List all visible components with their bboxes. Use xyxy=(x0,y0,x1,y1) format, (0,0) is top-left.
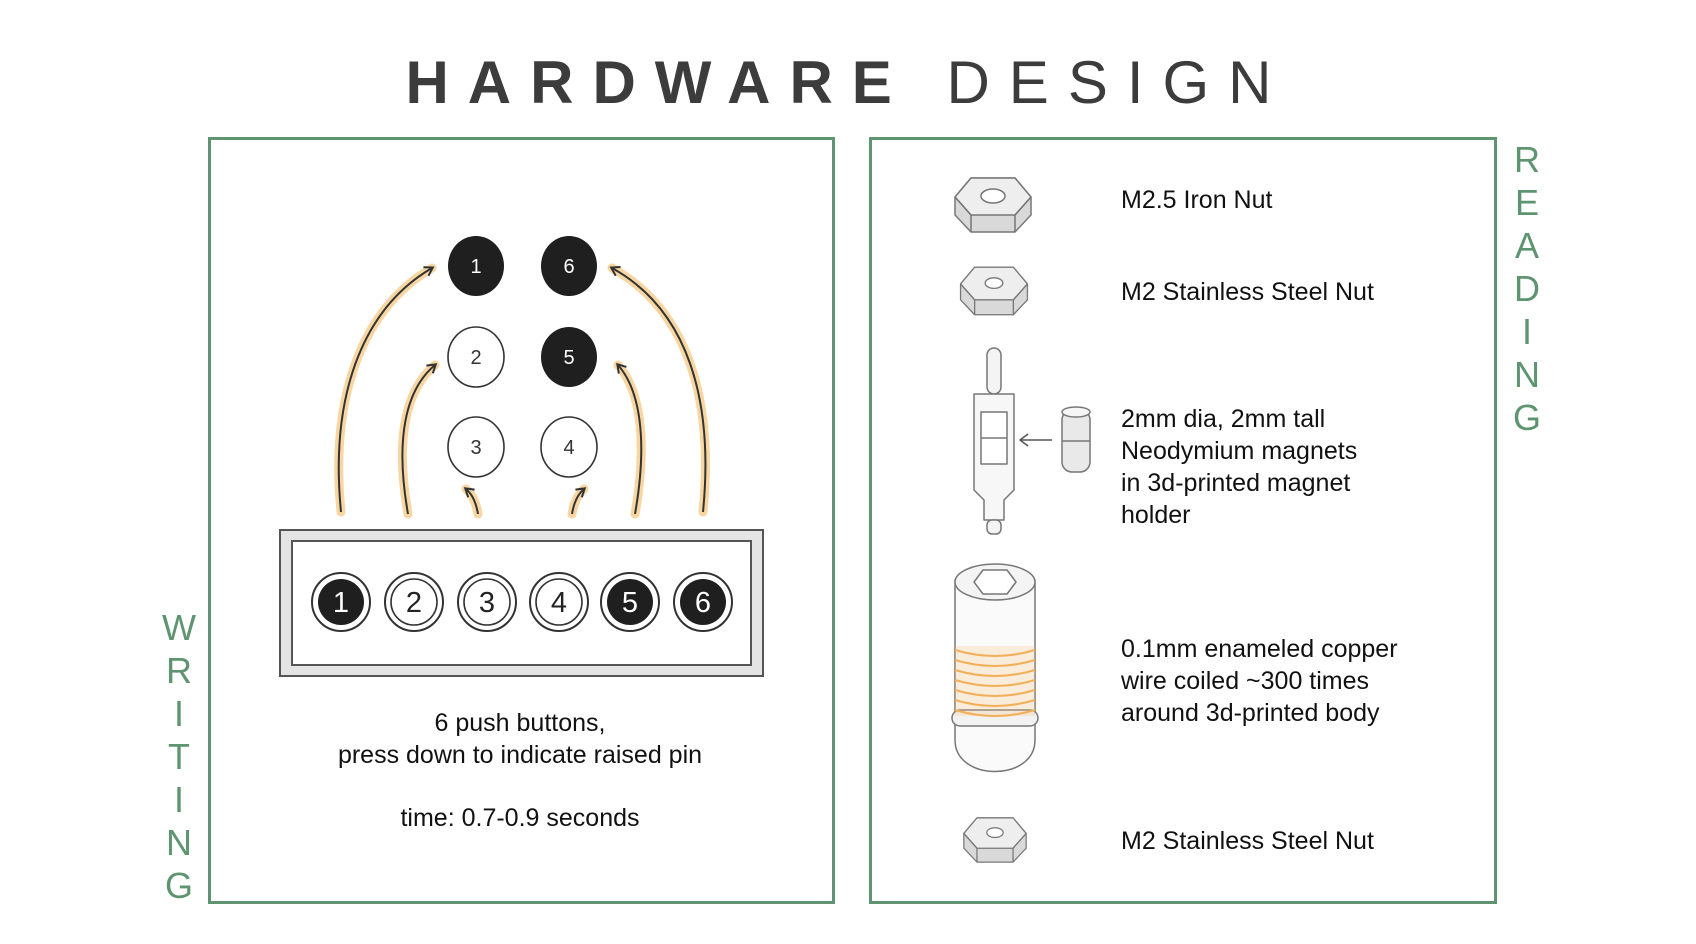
cell-dot-6: 6 xyxy=(541,236,597,296)
part-label-line: wire coiled ~300 times xyxy=(1121,667,1370,695)
part-label-line: 2mm dia, 2mm tall xyxy=(1121,405,1326,433)
part-label-magnets: 2mm dia, 2mm tall Neodymium magnets in 3… xyxy=(1121,403,1357,531)
writing-panel xyxy=(208,137,835,904)
caption-line: press down to indicate raised pin xyxy=(337,741,703,769)
part-label-line: M2 Stainless Steel Nut xyxy=(1121,278,1374,306)
cell-dot-5: 5 xyxy=(541,327,597,387)
writing-label-letter: I xyxy=(173,693,184,734)
hex-nut-icon xyxy=(954,177,1032,233)
hex-nut-icon xyxy=(963,817,1027,863)
writing-label-letter: W xyxy=(162,607,196,648)
writing-label-letter: R xyxy=(166,650,192,691)
cell-dot-1: 1 xyxy=(448,236,504,296)
reading-label-letter: D xyxy=(1514,268,1540,309)
arrow-icon xyxy=(401,363,438,515)
push-button-label: 4 xyxy=(551,587,567,619)
push-button-board: 1 2 3 4 5 xyxy=(279,529,764,677)
arrow-icon xyxy=(463,487,479,515)
push-button-label: 6 xyxy=(695,587,711,619)
cell-dot-label: 2 xyxy=(470,347,481,369)
arrow-icon xyxy=(571,487,587,515)
part-label-line: holder xyxy=(1121,501,1191,529)
push-button-label: 5 xyxy=(622,587,638,619)
caption-line: 6 push buttons, xyxy=(434,709,606,737)
reading-label-letter: I xyxy=(1521,311,1532,352)
part-label-line: M2 Stainless Steel Nut xyxy=(1121,827,1374,855)
part-label-line: M2.5 Iron Nut xyxy=(1121,186,1273,214)
part-label-steel-nut-bottom: M2 Stainless Steel Nut xyxy=(1121,825,1374,857)
part-label-line: in 3d-printed magnet xyxy=(1121,469,1351,497)
coil-body-icon xyxy=(951,563,1039,773)
reading-illustrations xyxy=(951,177,1091,863)
timing-text: time: 0.7-0.9 seconds xyxy=(400,804,640,832)
push-button-label: 1 xyxy=(333,587,349,619)
arrow-icon xyxy=(616,362,643,515)
writing-label-letter: N xyxy=(166,822,192,863)
part-label-line: Neodymium magnets xyxy=(1121,437,1358,465)
part-label-coil: 0.1mm enameled copper wire coiled ~300 t… xyxy=(1121,633,1398,729)
push-button-2: 2 xyxy=(384,572,444,632)
braille-cell: 1 6 2 5 3 4 xyxy=(447,236,598,478)
reading-label-letter: N xyxy=(1514,354,1540,395)
writing-label-letter: G xyxy=(164,865,193,906)
writing-caption: 6 push buttons, press down to indicate r… xyxy=(260,707,780,771)
reading-side-label: R E A D I N G xyxy=(1507,138,1547,439)
part-label-iron-nut: M2.5 Iron Nut xyxy=(1121,184,1272,216)
cell-dot-label: 4 xyxy=(563,437,574,459)
push-button-label: 3 xyxy=(479,587,495,619)
reading-label-letter: R xyxy=(1514,139,1540,180)
writing-timing: time: 0.7-0.9 seconds xyxy=(260,802,780,834)
magnet-holder-icon xyxy=(973,347,1091,535)
cell-dot-2: 2 xyxy=(447,326,505,388)
arrow-icon xyxy=(609,266,707,513)
reading-label-letter: A xyxy=(1514,225,1539,266)
push-button-1: 1 xyxy=(311,572,371,632)
cell-dot-label: 3 xyxy=(470,437,481,459)
page-title: HARDWARE DESIGN xyxy=(0,48,1696,118)
push-button-label: 2 xyxy=(406,587,422,619)
cell-dot-label: 6 xyxy=(563,256,574,278)
reading-panel xyxy=(869,137,1497,904)
arrow-icon xyxy=(337,266,435,513)
reading-label-letter: E xyxy=(1514,182,1539,223)
title-light: DESIGN xyxy=(946,49,1291,116)
cell-dot-label: 1 xyxy=(470,256,481,278)
cell-dot-3: 3 xyxy=(447,416,505,478)
push-button-3: 3 xyxy=(457,572,517,632)
part-label-line: 0.1mm enameled copper xyxy=(1121,635,1398,663)
hex-nut-icon xyxy=(959,266,1029,316)
writing-label-letter: I xyxy=(173,779,184,820)
press-arrows xyxy=(334,263,710,519)
part-label-steel-nut-top: M2 Stainless Steel Nut xyxy=(1121,276,1374,308)
part-label-line: around 3d-printed body xyxy=(1121,699,1380,727)
reading-label-letter: G xyxy=(1512,397,1541,438)
writing-label-letter: T xyxy=(168,736,190,777)
writing-side-label: W R I T I N G xyxy=(159,606,199,907)
push-button-4: 4 xyxy=(529,572,589,632)
push-button-5: 5 xyxy=(600,572,660,632)
title-bold: HARDWARE xyxy=(405,49,911,116)
push-button-6: 6 xyxy=(673,572,733,632)
cell-dot-label: 5 xyxy=(563,347,574,369)
cell-dot-4: 4 xyxy=(540,416,598,478)
